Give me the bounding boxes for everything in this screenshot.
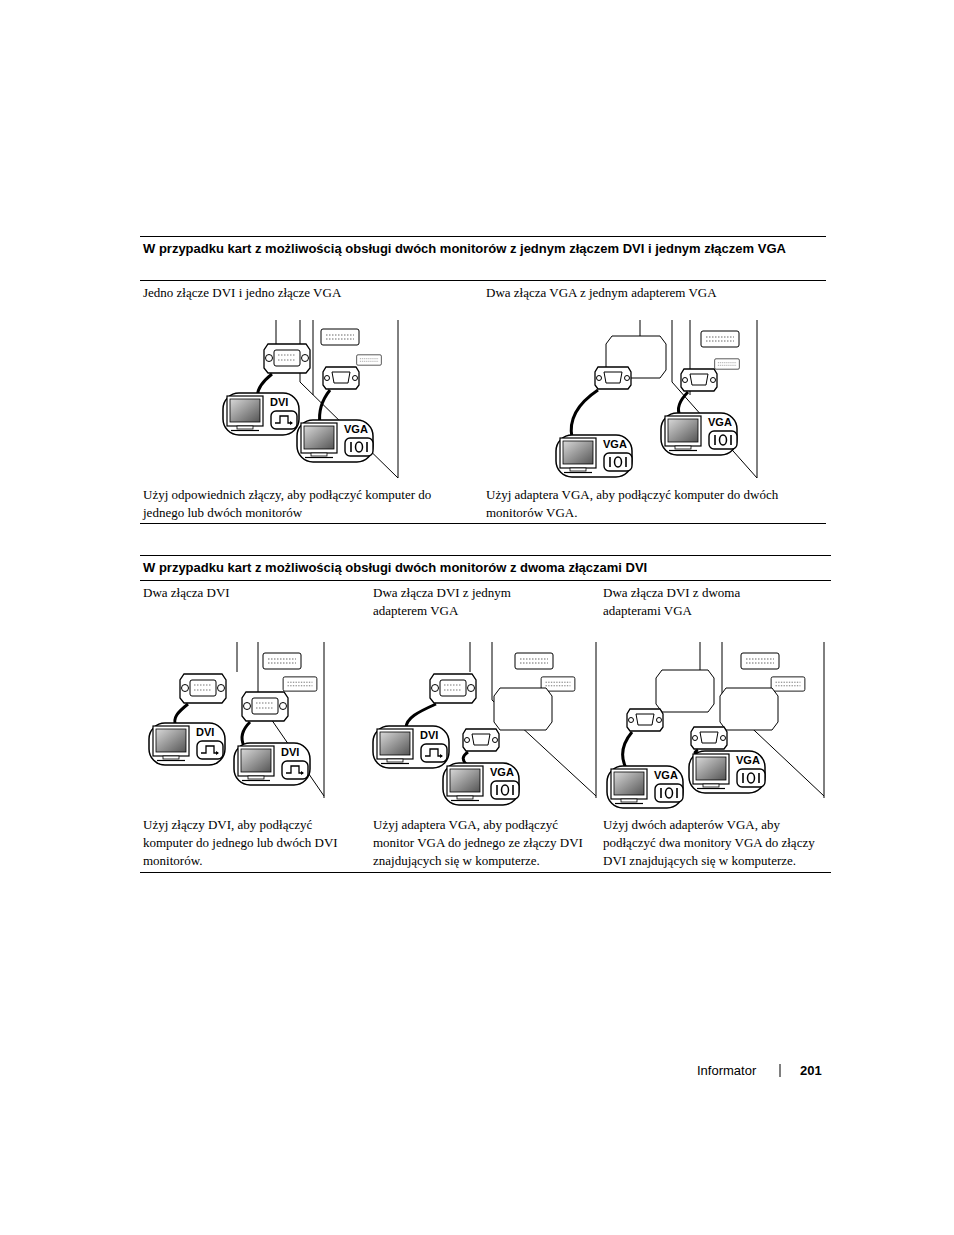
page-footer: Informator <box>697 1063 756 1079</box>
table-cell: Dwa złącza VGA z jednym adapterem VGA Uży… <box>486 284 821 526</box>
section-heading: W przypadku kart z możliwością obsługi d… <box>140 237 826 281</box>
column-header: Dwa złącza DVI <box>143 584 303 602</box>
connector-label: VGA <box>708 416 732 428</box>
table-section: W przypadku kart z możliwością obsługi d… <box>140 555 831 873</box>
cell-caption: Użyj dwóch adapterów VGA, aby podłączyć … <box>603 816 828 870</box>
column-header: Dwa złącza DVI z dwoma adapterami VGA <box>603 584 763 620</box>
connector-label: VGA <box>654 769 678 781</box>
table-cell: Dwa złącza DVI z dwoma adapterami VGAUży… <box>603 584 828 856</box>
connector-label: VGA <box>603 438 627 450</box>
section-heading: W przypadku kart z możliwością obsługi d… <box>140 556 831 581</box>
cell-caption: Użyj złączy DVI, aby podłączyć komputer … <box>143 816 355 870</box>
connector-label: DVI <box>196 726 214 738</box>
connector-label: VGA <box>736 754 760 766</box>
column-header: Dwa złącza DVI z jednym adapterem VGA <box>373 584 533 620</box>
connector-label: DVI <box>420 729 438 741</box>
cell-caption: Użyj odpowiednich złączy, aby podłączyć … <box>143 486 443 522</box>
column-header: Dwa złącza VGA z jednym adapterem VGA <box>486 284 816 302</box>
connector-label: VGA <box>344 423 368 435</box>
column-header: Jedno złącze DVI i jedno złącze VGA <box>143 284 473 302</box>
connector-label: DVI <box>281 746 299 758</box>
table-cell: Dwa złącza DVI z jednym adapterem VGAUży… <box>373 584 595 856</box>
page-number: 201 <box>800 1063 822 1079</box>
cell-caption: Użyj adaptera VGA, aby podłączyć monitor… <box>373 816 585 870</box>
connector-label: DVI <box>270 396 288 408</box>
table-section: W przypadku kart z możliwością obsługi d… <box>140 236 826 524</box>
table-cell: Dwa złącza DVIUżyj złączy DVI, aby podłą… <box>143 584 365 856</box>
cell-caption: Użyj adaptera VGA, aby podłączyć kompute… <box>486 486 786 522</box>
connector-label: VGA <box>490 766 514 778</box>
table-cell: Jedno złącze DVI i jedno złącze VGA Użyj … <box>143 284 478 526</box>
